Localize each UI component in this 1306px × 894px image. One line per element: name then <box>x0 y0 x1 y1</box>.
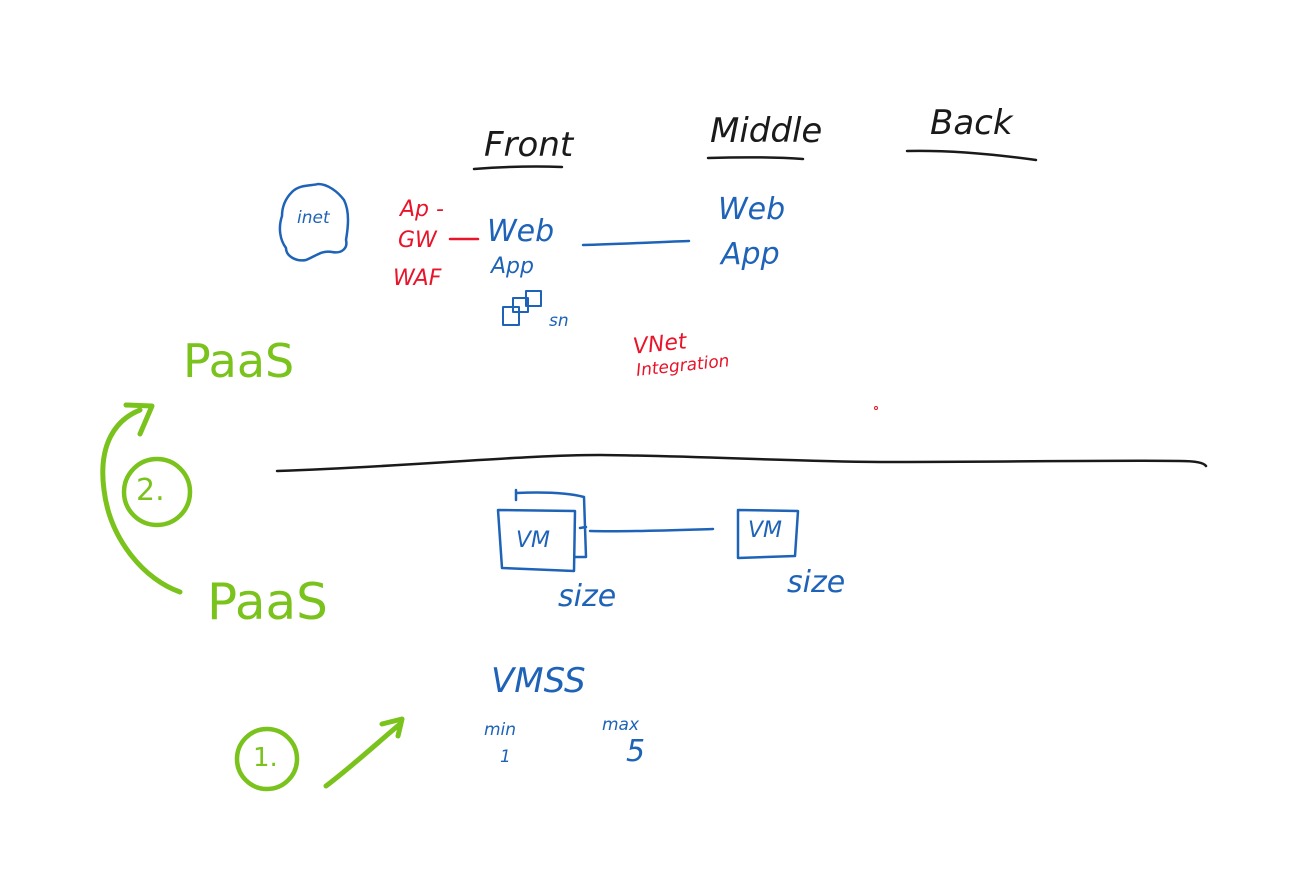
front-middle-connector <box>581 239 691 247</box>
column-header-middle: Middle <box>710 111 823 151</box>
column-header-back: Back <box>930 103 1013 143</box>
vmss-min-value: 1 <box>500 747 511 767</box>
vm-connector <box>588 527 715 533</box>
step-two-circle <box>121 456 193 528</box>
step-one-arrow <box>323 721 403 789</box>
subnet-label: sn <box>549 311 569 331</box>
migration-arrow-curve <box>100 407 183 595</box>
vnet-integration-label-line1: VNet <box>631 329 688 360</box>
step-one-label: 1. <box>253 743 278 773</box>
back-underline <box>905 149 1038 162</box>
section-divider <box>275 453 1208 473</box>
waf-label: WAF <box>393 266 442 291</box>
inet-cloud-shape <box>278 182 350 262</box>
column-header-front: Front <box>484 125 574 165</box>
middle-app-label: App <box>721 237 780 272</box>
vm-front-label: VM <box>516 528 551 553</box>
step-two-label: 2. <box>136 473 165 508</box>
middle-web-label: Web <box>718 192 786 227</box>
vmss-label: VMSS <box>491 661 586 701</box>
vm-middle-box <box>736 508 800 560</box>
app-gateway-label-line1: Ap - <box>400 197 444 222</box>
inet-label: inet <box>297 208 330 228</box>
migration-arrow-head <box>123 402 155 437</box>
front-web-label: Web <box>487 214 555 249</box>
stray-dot <box>874 406 878 410</box>
front-underline <box>472 165 564 171</box>
app-gateway-label-line2: GW <box>398 228 437 253</box>
front-app-label: App <box>491 254 534 279</box>
vmss-min-label: min <box>484 720 517 740</box>
paas-label-bottom: PaaS <box>207 573 328 631</box>
vm-front-box <box>496 488 588 573</box>
step-one-arrow-head <box>379 716 405 739</box>
vmss-max-value: 5 <box>626 734 646 769</box>
subnet-squares-icon <box>502 290 542 326</box>
step-one-circle <box>234 726 300 792</box>
vm-middle-label: VM <box>748 518 783 543</box>
paas-label-top: PaaS <box>183 334 295 388</box>
vmss-max-label: max <box>602 715 640 735</box>
vm-front-size-label: size <box>558 579 617 614</box>
middle-underline <box>706 156 805 161</box>
vm-middle-size-label: size <box>787 565 846 600</box>
